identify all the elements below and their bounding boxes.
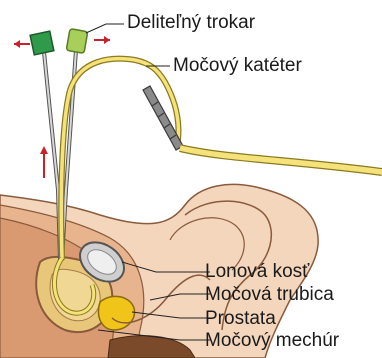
- trocar-hub-light: [66, 29, 88, 54]
- leader-trocar: [86, 24, 124, 33]
- label-urethra: Močová trubica: [205, 284, 334, 306]
- arrow-right-head-icon: [104, 36, 110, 44]
- arrow-left-head-icon: [14, 40, 20, 48]
- trocar-hub-green: [30, 31, 54, 55]
- label-catheter: Močový katéter: [173, 55, 302, 77]
- label-pubic-bone: Lonová kosť: [205, 261, 309, 283]
- label-trocar: Deliteľný trokar: [127, 12, 255, 34]
- label-prostate: Prostata: [205, 308, 276, 330]
- catheter-outer-tube-fill: [180, 148, 382, 172]
- arrow-up-head-icon: [40, 146, 48, 154]
- prostate-shape: [98, 296, 134, 330]
- label-bladder: Močový mechúr: [205, 330, 339, 352]
